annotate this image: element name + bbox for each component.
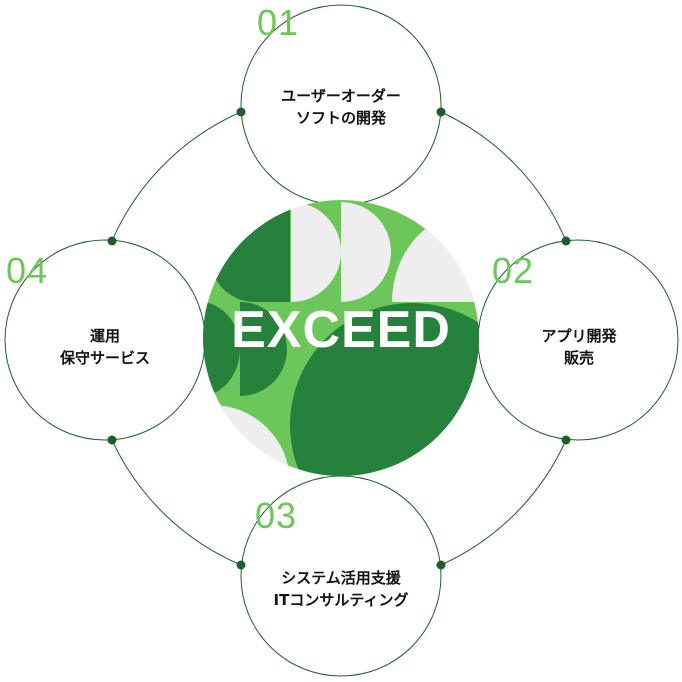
service-label-03: システム活用支援 ITコンサルティング: [241, 567, 441, 611]
connector-arc: [111, 439, 242, 566]
connector-dot: [436, 560, 446, 570]
service-label-line: ITコンサルティング: [273, 591, 409, 609]
connector-dot: [436, 107, 446, 117]
connector-arc: [440, 439, 567, 566]
service-label-line: ソフトの開発: [295, 109, 386, 127]
service-label-04: 運用 保守サービス: [5, 325, 205, 369]
service-label-line: アプリ開発: [541, 327, 617, 345]
service-label-line: システム活用支援: [281, 569, 401, 587]
center-logo-pattern: [203, 200, 479, 476]
connector-dot: [107, 236, 117, 246]
service-number-01: 01: [257, 2, 300, 43]
connector-dot: [107, 435, 117, 445]
service-label-01: ユーザーオーダー ソフトの開発: [241, 85, 441, 129]
connector-arc: [111, 111, 242, 242]
service-label-02: アプリ開発 販売: [479, 325, 679, 369]
service-number-02: 02: [492, 250, 535, 291]
service-label-line: ユーザーオーダー: [281, 87, 401, 105]
connector-arc: [440, 111, 567, 242]
connector-dot: [236, 107, 246, 117]
connector-dot: [561, 435, 571, 445]
service-number-03: 03: [255, 495, 298, 536]
service-number-04: 04: [6, 250, 49, 291]
connector-dot: [561, 236, 571, 246]
service-label-line: 保守サービス: [59, 349, 150, 367]
service-label-line: 販売: [563, 349, 594, 367]
service-label-line: 運用: [89, 327, 120, 345]
connector-dot: [236, 560, 246, 570]
center-logo-text: EXCEED: [231, 301, 451, 359]
